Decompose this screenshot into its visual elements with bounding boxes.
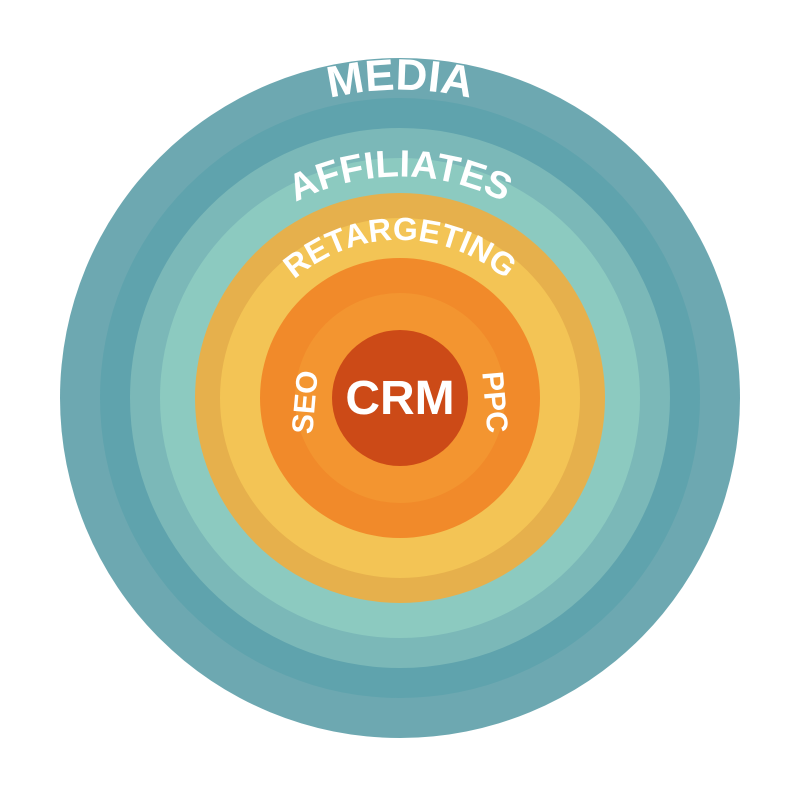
crm-label: CRM xyxy=(345,372,454,425)
seo-label: SEO xyxy=(286,369,324,435)
media-label: MEDIA xyxy=(323,50,478,107)
ppc-label: PPC xyxy=(475,370,513,434)
crm-core xyxy=(332,330,468,466)
